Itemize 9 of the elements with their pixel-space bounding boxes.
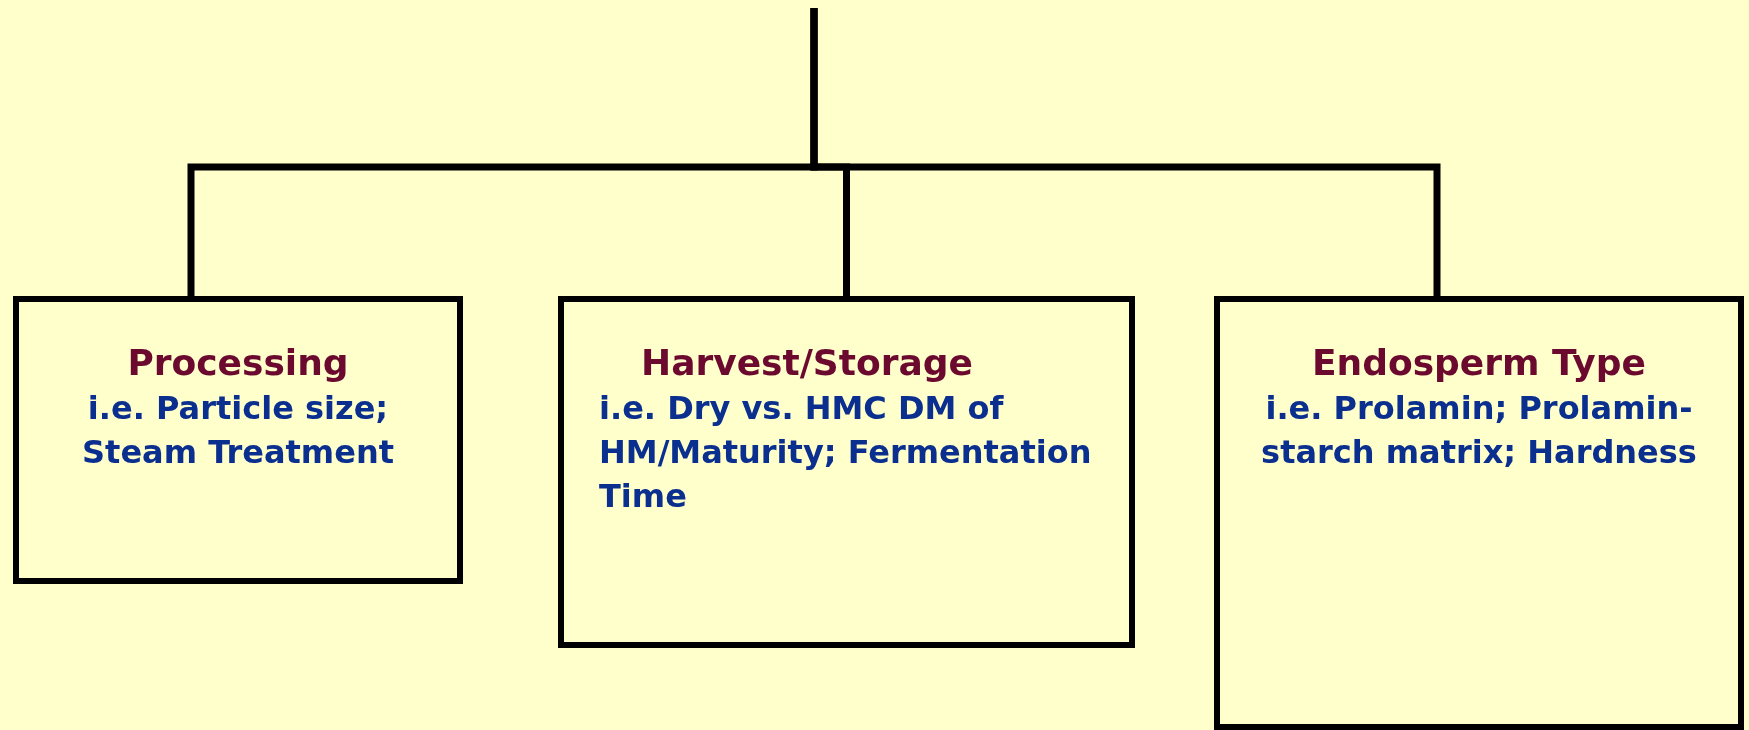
process-box xyxy=(13,296,463,584)
box-text: i.e. Particle size; Steam Treatment xyxy=(81,388,395,473)
process-box xyxy=(558,296,1135,648)
process-box xyxy=(1214,296,1744,730)
box-text: i.e. Prolamin; Prolamin-starch matrix; Hardness xyxy=(1260,388,1698,473)
box-heading: Processing xyxy=(126,341,350,385)
box-heading: Endosperm Type xyxy=(1310,341,1648,385)
box-heading: Harvest/Storage xyxy=(640,341,974,385)
box-text: i.e. Dry vs. HMC DM of HM/Maturity; Fermentation Time xyxy=(599,388,1093,517)
